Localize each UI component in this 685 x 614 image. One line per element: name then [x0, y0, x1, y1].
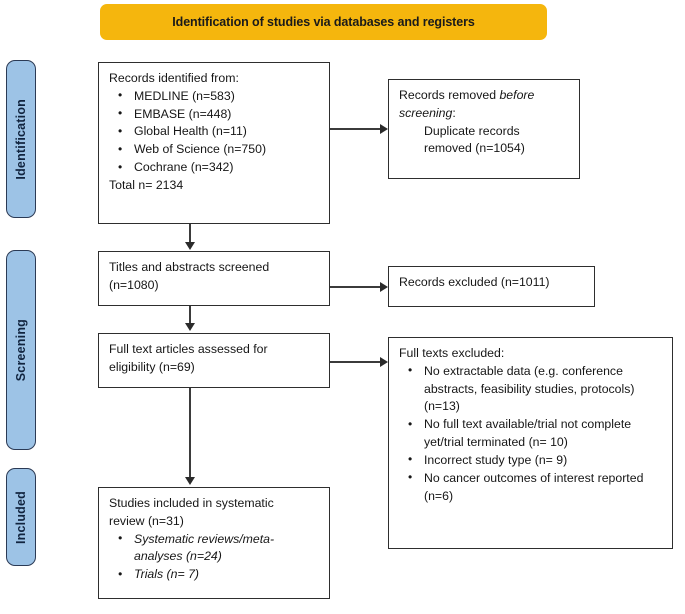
- list-item: Systematic reviews/meta-analyses (n=24): [109, 530, 321, 567]
- connector-fulltext-to-excluded: [330, 361, 380, 363]
- list-item: Trials (n= 7): [109, 566, 321, 584]
- box-fulltexts-excluded: Full texts excluded: No extractable data…: [388, 337, 673, 549]
- records-removed-heading: Records removed before screening:: [399, 87, 571, 123]
- titles-screened-line2: (n=1080): [109, 277, 159, 292]
- fulltext-excluded-heading: Full texts excluded:: [399, 346, 505, 360]
- list-item: EMBASE (n=448): [109, 105, 321, 124]
- records-identified-list: MEDLINE (n=583) EMBASE (n=448) Global He…: [109, 87, 321, 177]
- box-records-excluded: Records excluded (n=1011): [388, 266, 595, 307]
- stage-label-included-text: Included: [14, 490, 28, 544]
- records-removed-heading-italic: before screening: [399, 88, 538, 120]
- arrow-identified-to-removed: [380, 124, 388, 134]
- records-removed-detail-line1: Duplicate records: [424, 123, 520, 138]
- records-removed-heading-part2: :: [452, 105, 456, 120]
- arrow-titles-to-fulltext: [185, 323, 195, 331]
- list-item: No cancer outcomes of interest reported …: [399, 469, 664, 506]
- list-item: MEDLINE (n=583): [109, 87, 321, 106]
- studies-included-line2: review (n=31): [109, 513, 184, 528]
- records-removed-heading-part1: Records removed: [399, 88, 500, 102]
- arrow-fulltext-to-included: [185, 477, 195, 485]
- box-studies-included-in-review: Studies included in systematic review (n…: [98, 487, 330, 599]
- fulltext-assessed-line2: eligibility (n=69): [109, 359, 195, 374]
- arrow-identified-to-titles: [185, 242, 195, 250]
- list-item: Web of Science (n=750): [109, 141, 321, 159]
- arrow-titles-to-excluded: [380, 282, 388, 292]
- stage-label-identification: Identification: [6, 60, 36, 218]
- connector-fulltext-to-included: [189, 388, 191, 478]
- box-records-identified: Records identified from: MEDLINE (n=583)…: [98, 62, 330, 224]
- list-item: Global Health (n=11): [109, 123, 321, 141]
- records-identified-total: Total n= 2134: [109, 177, 184, 192]
- box-titles-and-abstracts-screened: Titles and abstracts screened (n=1080): [98, 251, 330, 306]
- stage-label-screening-text: Screening: [14, 318, 28, 382]
- studies-included-line1: Studies included in systematic: [109, 496, 274, 510]
- records-excluded-line1: Records excluded (n=1011): [399, 275, 550, 289]
- fulltext-excluded-list: No extractable data (e.g. conference abs…: [399, 362, 664, 506]
- stage-label-screening: Screening: [6, 250, 36, 450]
- arrow-fulltext-to-excluded: [380, 357, 388, 367]
- list-item: No extractable data (e.g. conference abs…: [399, 362, 664, 416]
- connector-titles-to-fulltext: [189, 306, 191, 324]
- diagram-header-banner: Identification of studies via databases …: [100, 4, 547, 40]
- records-identified-heading: Records identified from:: [109, 71, 239, 85]
- connector-titles-to-excluded: [330, 286, 380, 288]
- list-item: Cochrane (n=342): [109, 159, 321, 177]
- box-fulltext-assessed-for-eligibility: Full text articles assessed for eligibil…: [98, 333, 330, 388]
- titles-screened-line1: Titles and abstracts screened: [109, 260, 270, 274]
- banner-title: Identification of studies via databases …: [172, 15, 475, 29]
- connector-identified-to-titles: [189, 224, 191, 243]
- list-item: No full text available/trial not complet…: [399, 416, 664, 452]
- stage-label-identification-text: Identification: [14, 98, 28, 180]
- records-removed-detail-line2: removed (n=1054): [424, 141, 525, 156]
- connector-identified-to-removed: [330, 128, 380, 130]
- fulltext-assessed-line1: Full text articles assessed for: [109, 342, 268, 356]
- stage-label-included: Included: [6, 468, 36, 566]
- box-records-removed-before-screening: Records removed before screening: Duplic…: [388, 79, 580, 179]
- list-item: Incorrect study type (n= 9): [399, 451, 664, 470]
- studies-included-list: Systematic reviews/meta-analyses (n=24) …: [109, 530, 321, 584]
